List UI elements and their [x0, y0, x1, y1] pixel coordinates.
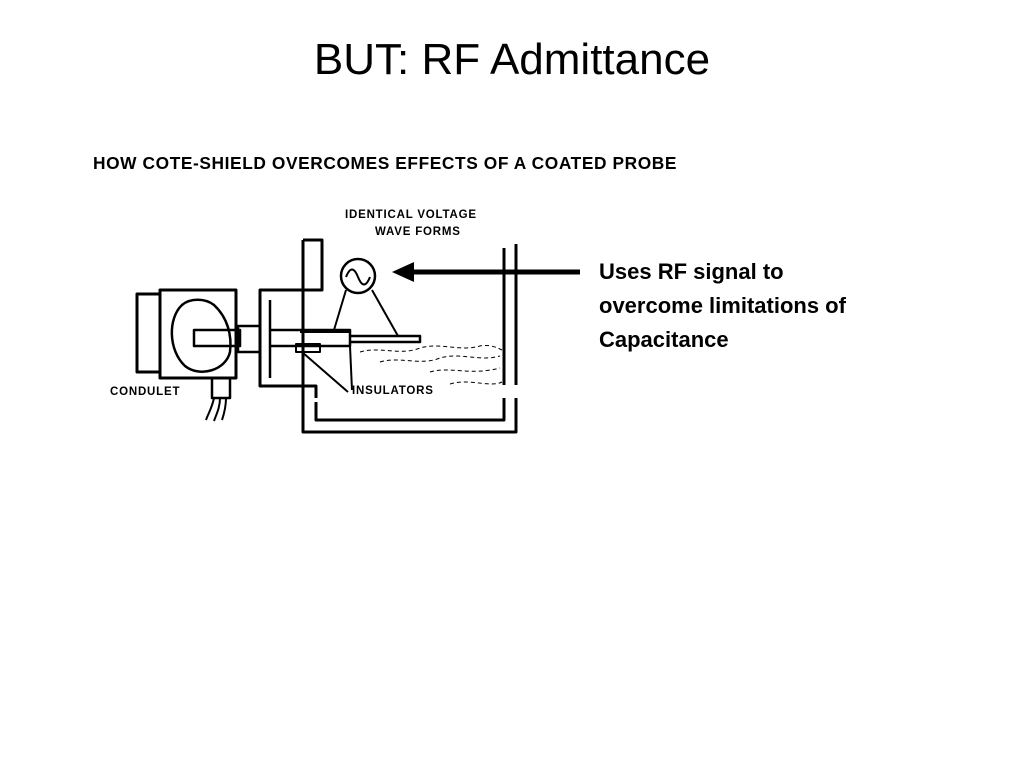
arrow-left-icon: [392, 262, 580, 282]
voltage-label-line1: IDENTICAL VOLTAGE: [345, 209, 477, 221]
wire: [221, 397, 227, 421]
material-surface: [359, 345, 503, 385]
sine-wave-icon: [345, 268, 371, 286]
callout-line: overcome limitations of: [599, 293, 846, 318]
callout-line: Capacitance: [599, 327, 729, 352]
voltage-label-line2: WAVE FORMS: [375, 226, 461, 238]
slide-title: BUT: RF Admittance: [313, 35, 711, 84]
insulator-pointer: [301, 351, 349, 393]
wire: [205, 397, 215, 421]
condulet-label: CONDULET: [110, 386, 181, 398]
lead-left: [333, 289, 347, 331]
figure-caption: HOW COTE-SHIELD OVERCOMES EFFECTS OF A C…: [93, 153, 678, 173]
probe-tip: [350, 334, 422, 344]
wave-circle: [339, 257, 377, 295]
probe-connector: [192, 328, 242, 348]
tank-outer-wall: [301, 240, 518, 434]
probe-fitting: [236, 324, 262, 354]
lead-right: [371, 289, 399, 337]
callout-line: Uses RF signal to: [599, 259, 784, 284]
condulet-inner-shape: [170, 298, 232, 373]
insulator-pointer: [349, 345, 353, 391]
probe-rod: [270, 328, 352, 348]
tank-flange: [258, 238, 324, 398]
tank-inner-wall: [314, 398, 506, 422]
condulet-plate: [135, 292, 162, 374]
probe-collar: [295, 343, 321, 353]
wire: [213, 397, 221, 422]
condulet-stem: [210, 378, 232, 400]
insulators-label: INSULATORS: [352, 385, 434, 397]
callout-text: Uses RF signal to overcome limitations o…: [599, 255, 979, 357]
